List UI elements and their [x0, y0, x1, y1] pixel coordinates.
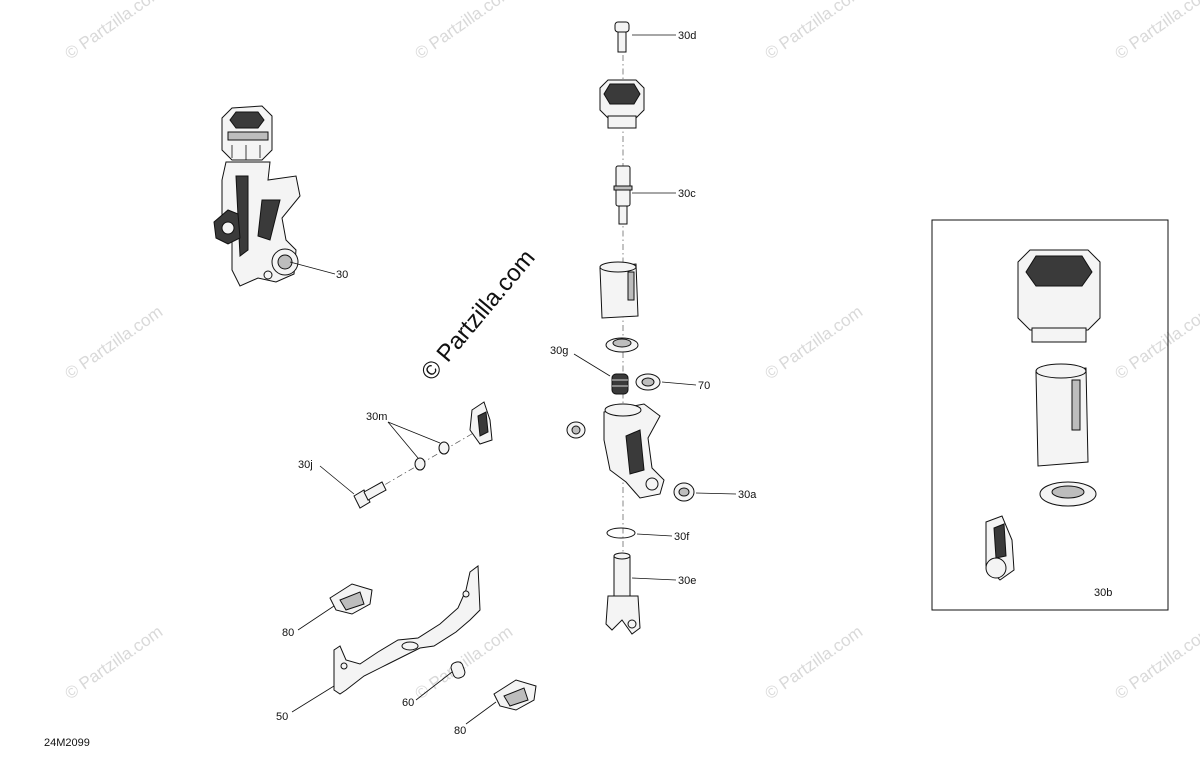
- callout-80-upper[interactable]: 80: [282, 627, 294, 639]
- watermark-text: © Partzilla.com: [761, 622, 866, 703]
- part-30c-shaft[interactable]: [613, 165, 633, 225]
- part-side-bushing[interactable]: [566, 421, 586, 439]
- callout-80-lower[interactable]: 80: [454, 725, 466, 737]
- diagram-code: 24M2099: [44, 737, 90, 749]
- callout-30e[interactable]: 30e: [678, 575, 696, 587]
- watermark-text: © Partzilla.com: [411, 0, 516, 63]
- part-30-assembly[interactable]: [213, 105, 301, 287]
- callout-30g[interactable]: 30g: [550, 345, 568, 357]
- watermark-text: © Partzilla.com: [761, 0, 866, 63]
- watermark-text: © Partzilla.com: [61, 0, 166, 63]
- part-50-bracket[interactable]: [333, 565, 481, 695]
- part-30a-bushing[interactable]: [673, 482, 695, 502]
- callout-30m[interactable]: 30m: [366, 411, 387, 423]
- callout-30b[interactable]: 30b: [1094, 587, 1112, 599]
- part-sleeve[interactable]: [599, 261, 639, 319]
- part-70-bushing[interactable]: [635, 373, 661, 391]
- callout-30a[interactable]: 30a: [738, 489, 757, 501]
- part-trigger-lever[interactable]: [469, 401, 493, 445]
- watermark-text: © Partzilla.com: [1111, 0, 1200, 63]
- callout-30d[interactable]: 30d: [678, 30, 696, 42]
- partzilla-watermark: © Partzilla.com: [416, 245, 541, 386]
- watermark-text: © Partzilla.com: [61, 302, 166, 383]
- part-30j-bolt[interactable]: [353, 481, 387, 509]
- part-lever-body[interactable]: [603, 403, 665, 499]
- part-spring[interactable]: [611, 373, 629, 395]
- watermark-text: © Partzilla.com: [1111, 302, 1200, 383]
- callout-70[interactable]: 70: [698, 380, 710, 392]
- callout-30[interactable]: 30: [336, 269, 348, 281]
- part-80-pad-lower[interactable]: [493, 679, 537, 711]
- part-60-pin[interactable]: [450, 660, 467, 679]
- part-30m-washer[interactable]: [414, 441, 450, 471]
- callout-60[interactable]: 60: [402, 697, 414, 709]
- part-30f-clip[interactable]: [606, 527, 636, 539]
- part-30d-screw[interactable]: [614, 21, 630, 53]
- part-30g-ring[interactable]: [605, 337, 639, 353]
- callout-30j[interactable]: 30j: [298, 459, 313, 471]
- watermark-text: © Partzilla.com: [1111, 622, 1200, 703]
- watermark-text: © Partzilla.com: [61, 622, 166, 703]
- part-30e-fork[interactable]: [605, 552, 641, 635]
- watermark-text: © Partzilla.com: [761, 302, 866, 383]
- part-80-pad-upper[interactable]: [329, 583, 373, 615]
- part-30b-kit[interactable]: [985, 249, 1101, 581]
- callout-30c[interactable]: 30c: [678, 188, 696, 200]
- callout-50[interactable]: 50: [276, 711, 288, 723]
- part-knob[interactable]: [599, 79, 645, 129]
- callout-30f[interactable]: 30f: [674, 531, 690, 543]
- inset-30b-frame: [931, 219, 1169, 611]
